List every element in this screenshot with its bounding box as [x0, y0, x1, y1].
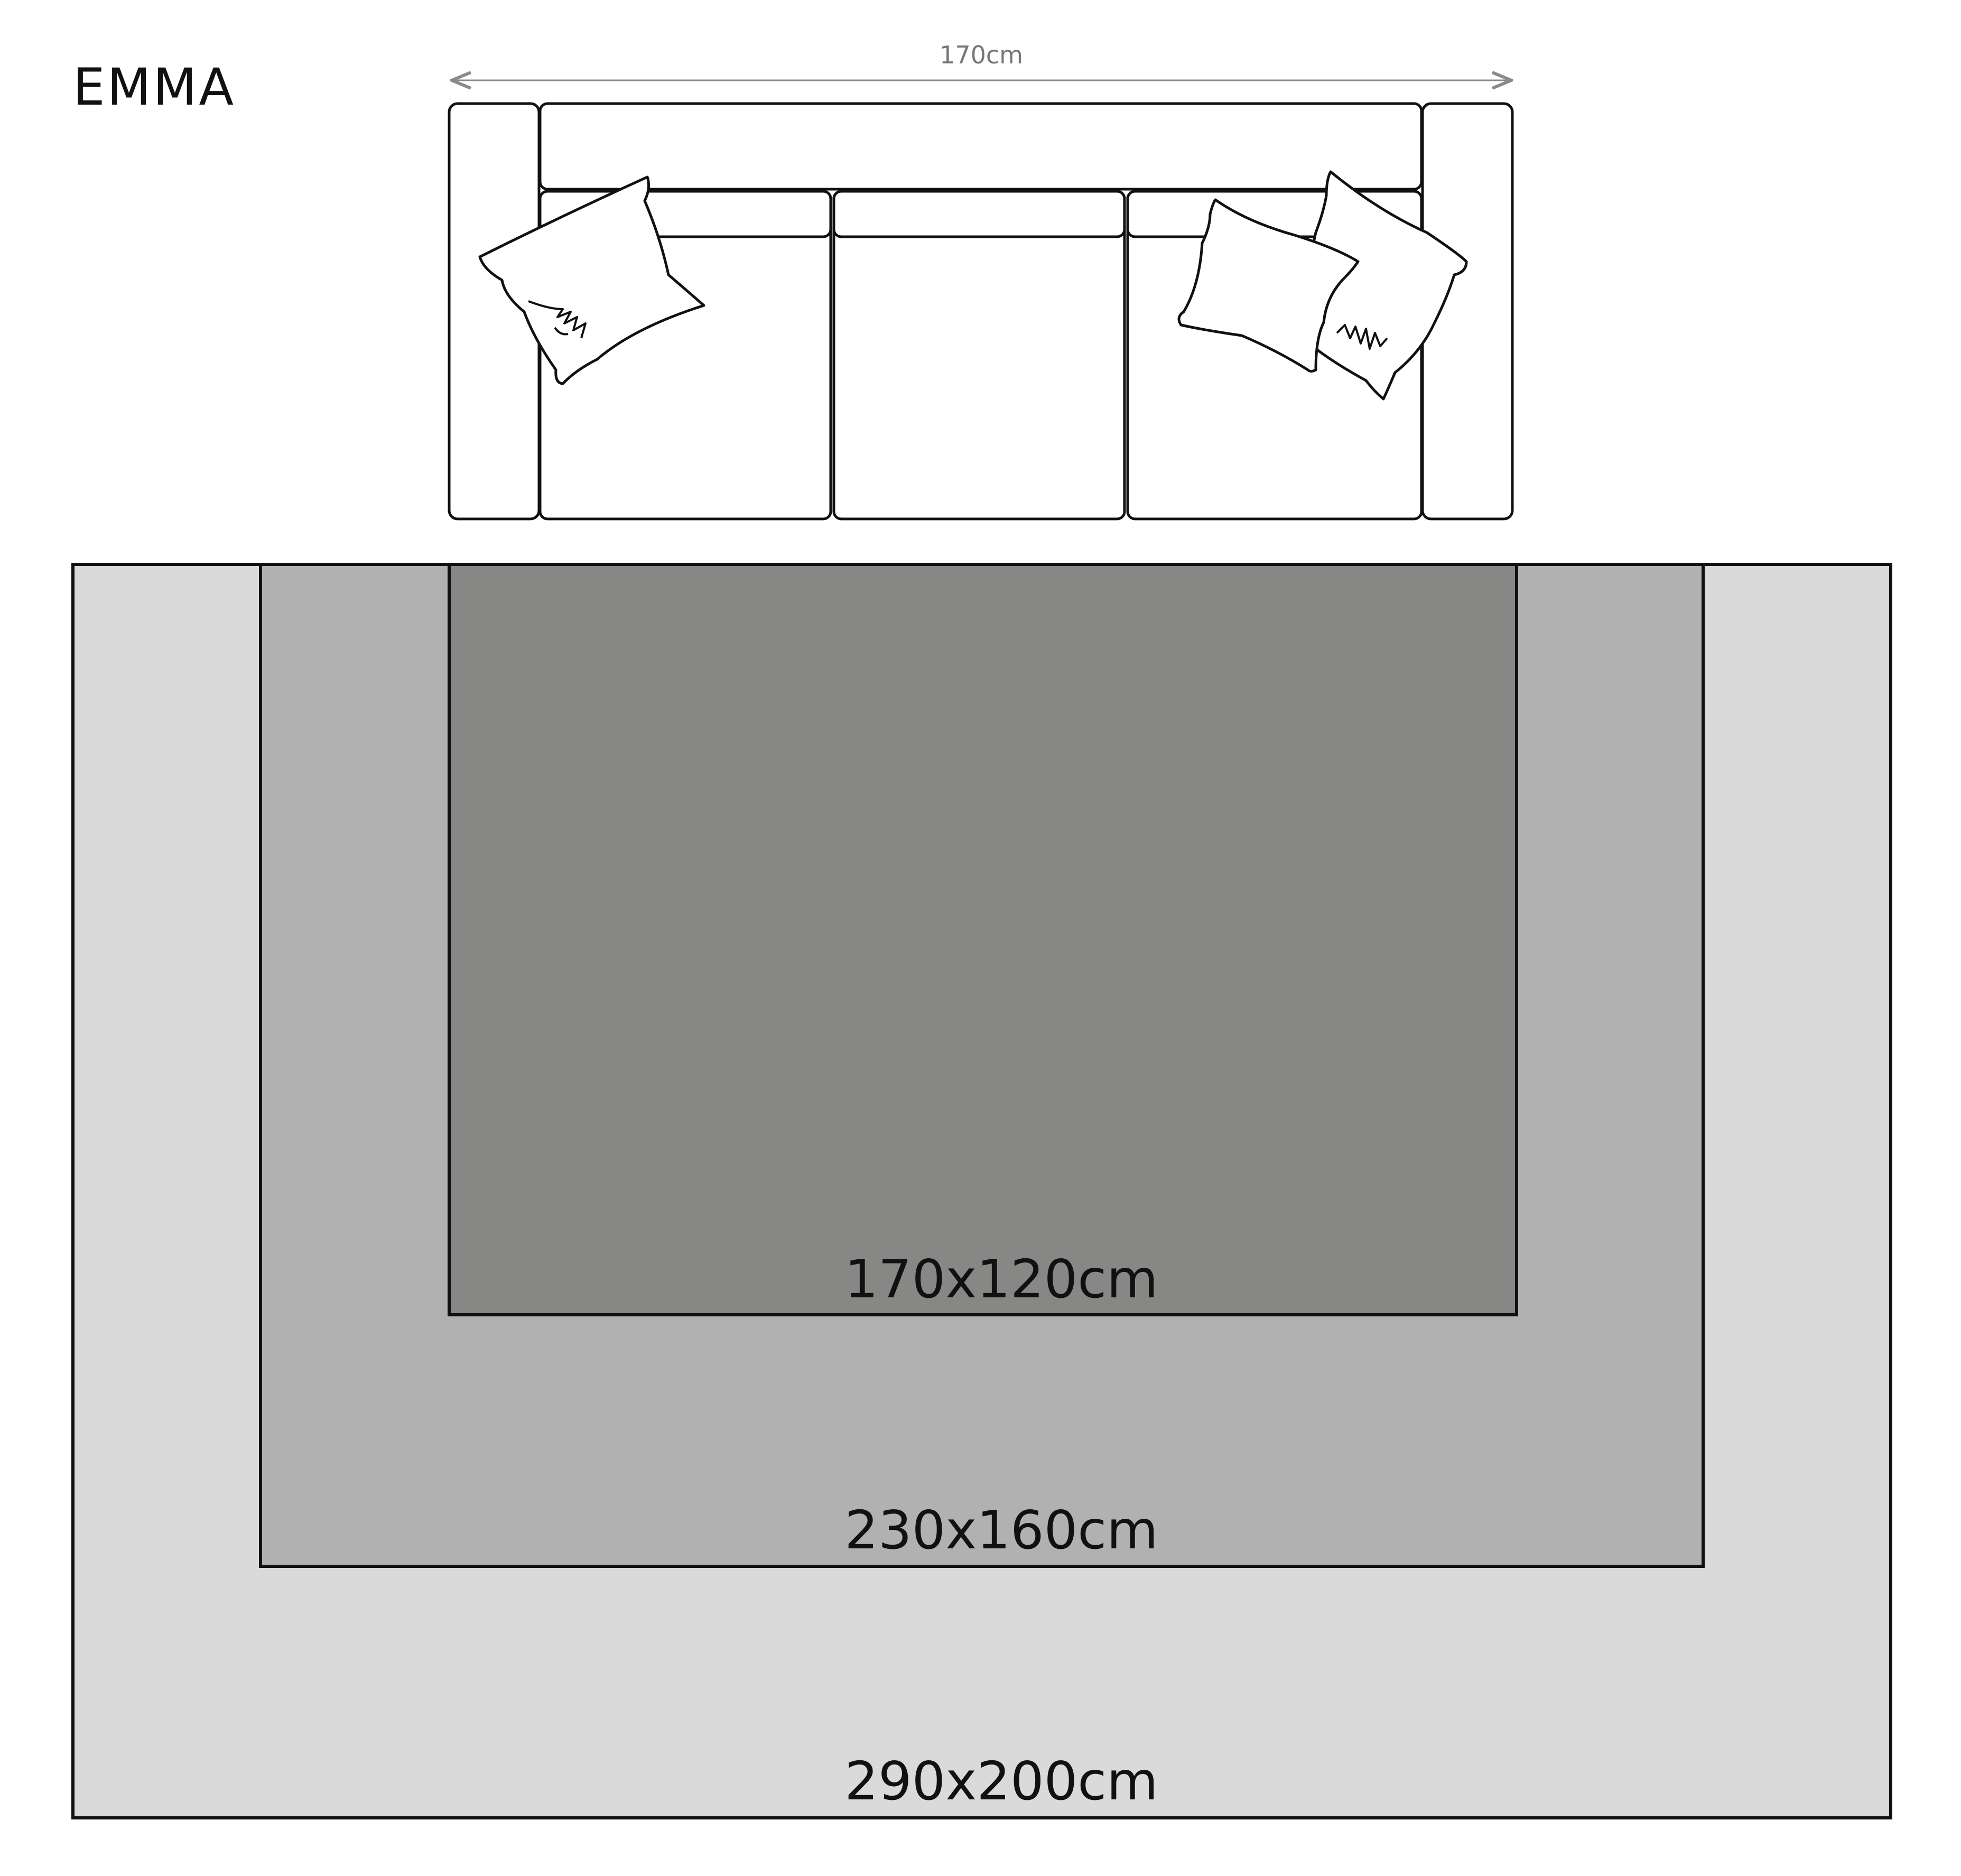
sofa-seat-middle — [832, 190, 1126, 521]
rug-small-label: 170x120cm — [844, 1248, 1158, 1310]
sofa-backrest — [538, 102, 1423, 191]
sofa-width-label: 170cm — [940, 41, 1023, 69]
rug-size-options: 170x120cm 230x160cm 290x200cm — [71, 563, 1892, 1819]
sofa-back-cushion-middle — [832, 190, 1126, 238]
rug-small — [448, 563, 1518, 1316]
pillow-icon — [478, 175, 705, 385]
brand-title: EMMA — [73, 58, 236, 117]
sofa-width-dimension: 170cm — [452, 41, 1511, 80]
rug-large-label: 290x200cm — [844, 1750, 1158, 1812]
rug-medium-label: 230x160cm — [844, 1499, 1158, 1561]
sofa-illustration — [448, 102, 1514, 521]
pillow-icon — [1177, 198, 1360, 373]
